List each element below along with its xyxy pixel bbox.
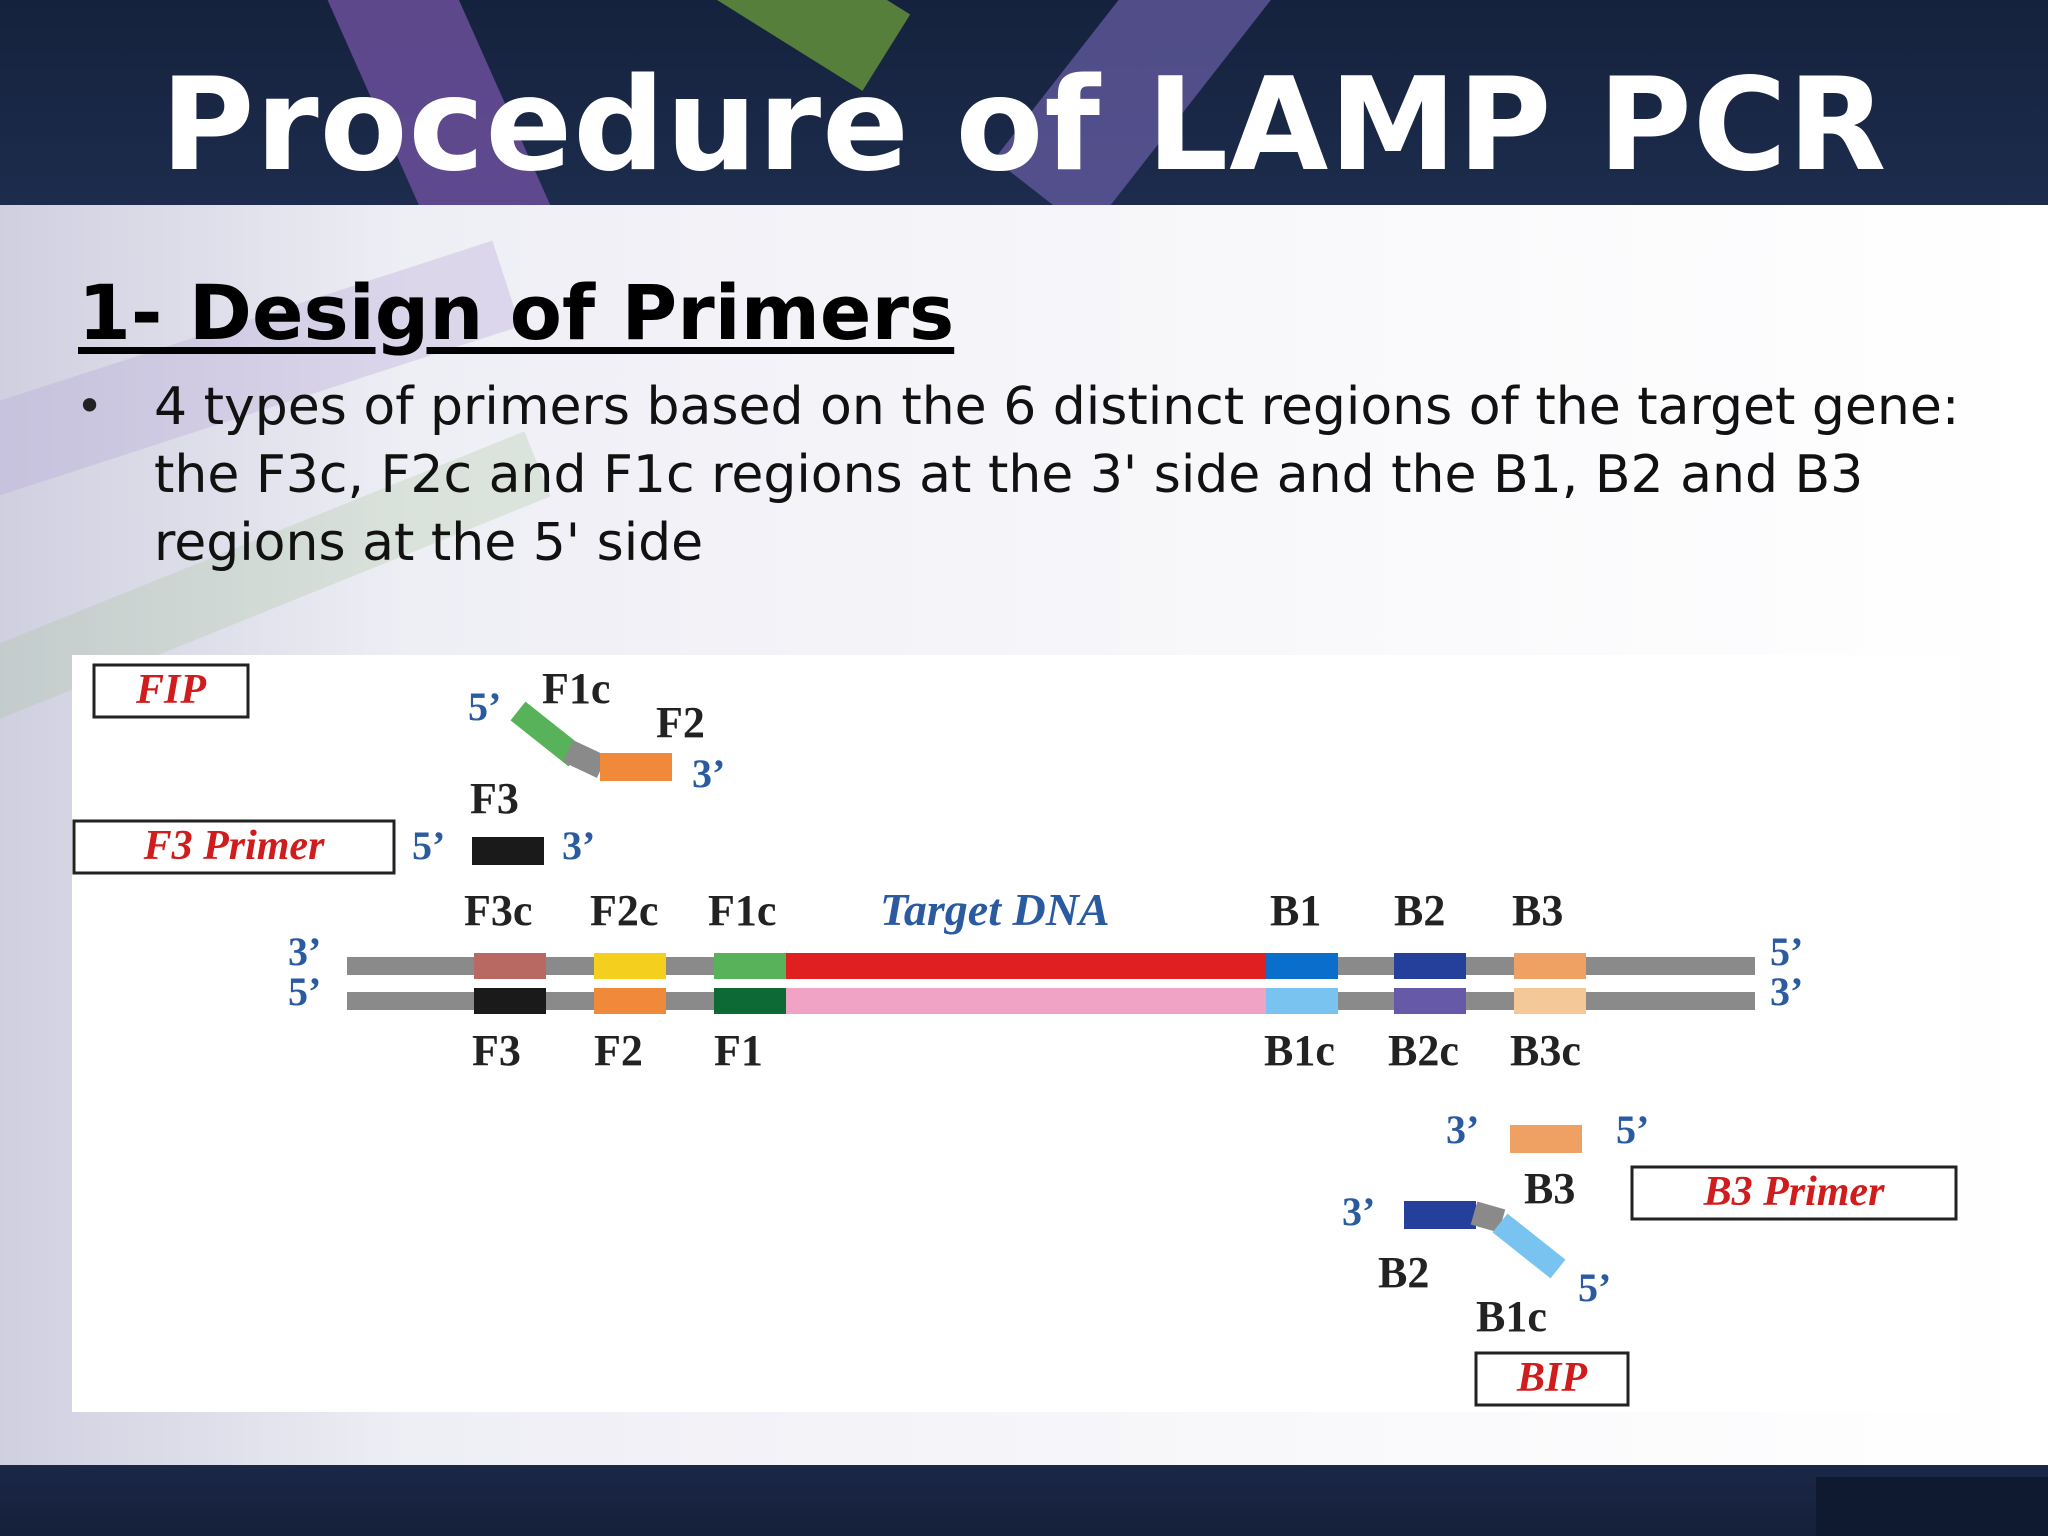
bip-five-prime-label: 5’	[1578, 1265, 1611, 1310]
top-strand-five-prime: 5’	[1770, 929, 1803, 974]
bip-linker-segment	[1470, 1201, 1506, 1233]
bottom-strand-five-prime: 5’	[288, 969, 321, 1014]
lamp-primer-diagram: FIP 5’ F1c F2 3’ F3 F3 Primer 5’ 3’ F3c …	[72, 655, 1960, 1412]
footer-corner-block	[1816, 1477, 2048, 1536]
primer-diagram-svg: FIP 5’ F1c F2 3’ F3 F3 Primer 5’ 3’ F3c …	[72, 663, 1958, 1407]
bottom-region-b2c	[1394, 988, 1466, 1014]
section-heading: 1- Design of Primers	[78, 268, 955, 357]
b3-five-prime-label: 5’	[1616, 1107, 1649, 1152]
bip-three-prime-label: 3’	[1342, 1189, 1375, 1234]
fip-linker-segment	[562, 740, 608, 778]
top-label-b3: B3	[1512, 886, 1563, 935]
bottom-label-f2: F2	[594, 1026, 643, 1075]
bottom-label-b3c: B3c	[1510, 1026, 1581, 1075]
top-strand-three-prime: 3’	[288, 929, 321, 974]
target-dna-label: Target DNA	[880, 884, 1110, 935]
b3-primer-region-label: B3	[1524, 1164, 1575, 1213]
top-label-b1: B1	[1270, 886, 1321, 935]
slide-footer	[0, 1465, 2048, 1536]
f3-three-prime-label: 3’	[562, 823, 595, 868]
slide-title: Procedure of LAMP PCR	[160, 51, 1888, 200]
top-region-f1c	[714, 953, 786, 979]
bottom-region-f1	[714, 988, 786, 1014]
bip-b1c-label: B1c	[1476, 1292, 1547, 1341]
b3-three-prime-label: 3’	[1446, 1107, 1479, 1152]
bottom-region-f2	[594, 988, 666, 1014]
top-region-b2	[1394, 953, 1466, 979]
top-region-b1	[1266, 953, 1338, 979]
top-region-b3	[1514, 953, 1586, 979]
f3-primer-region-label: F3	[470, 774, 519, 823]
top-region-f3c	[474, 953, 546, 979]
fip-f1c-segment	[510, 701, 584, 767]
bottom-region-b3c	[1514, 988, 1586, 1014]
fip-f2-segment	[600, 753, 672, 781]
f3-primer-box-label: F3 Primer	[143, 823, 325, 869]
fip-f1c-label: F1c	[542, 664, 610, 713]
bip-b2-label: B2	[1378, 1248, 1429, 1297]
bottom-label-f3: F3	[472, 1026, 521, 1075]
bottom-strand-three-prime: 3’	[1770, 969, 1803, 1014]
top-label-f1c: F1c	[708, 886, 776, 935]
bip-box-label: BIP	[1516, 1355, 1587, 1401]
bip-box	[1474, 1351, 1630, 1407]
bottom-region-b1c	[1266, 988, 1338, 1014]
bottom-region-target	[786, 988, 1266, 1014]
fip-three-prime-label: 3’	[692, 751, 725, 796]
top-region-target	[786, 953, 1266, 979]
bottom-region-f3	[474, 988, 546, 1014]
b3-primer-segment	[1510, 1125, 1582, 1153]
slide-header: Procedure of LAMP PCR	[0, 0, 2048, 205]
top-label-b2: B2	[1394, 886, 1445, 935]
bullet-text: 4 types of primers based on the 6 distin…	[154, 377, 1960, 573]
f3-primer-box	[72, 819, 396, 875]
f3-five-prime-label: 5’	[412, 823, 445, 868]
top-region-f2c	[594, 953, 666, 979]
b3-primer-box-label: B3 Primer	[1703, 1169, 1885, 1215]
bip-b2-segment	[1404, 1201, 1476, 1229]
fip-f2-label: F2	[656, 698, 705, 747]
bullet-icon: •	[76, 379, 104, 433]
top-label-f2c: F2c	[590, 886, 658, 935]
bip-b1c-segment	[1492, 1213, 1566, 1279]
fip-box-label: FIP	[135, 667, 206, 713]
fip-box	[92, 663, 250, 719]
fip-five-prime-label: 5’	[468, 684, 501, 729]
f3-primer-segment	[472, 837, 544, 865]
bottom-label-b2c: B2c	[1388, 1026, 1459, 1075]
bottom-label-b1c: B1c	[1264, 1026, 1335, 1075]
bottom-label-f1: F1	[714, 1026, 763, 1075]
b3-primer-box	[1630, 1165, 1958, 1221]
top-label-f3c: F3c	[464, 886, 532, 935]
